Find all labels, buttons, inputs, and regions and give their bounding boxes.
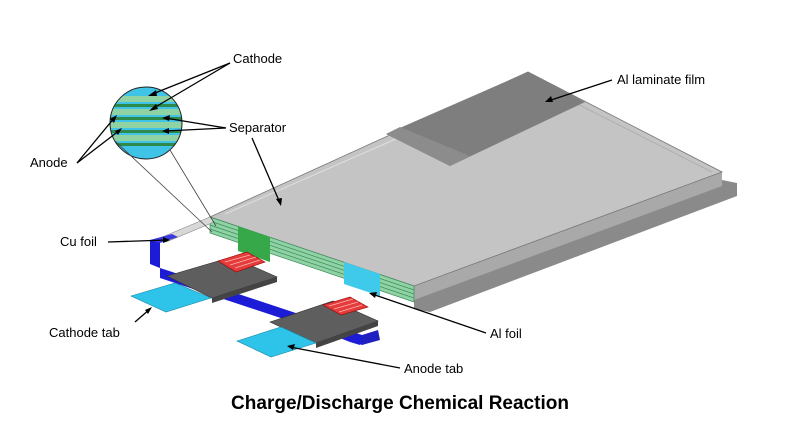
label-anode: Anode xyxy=(30,155,68,170)
cell-right-rim xyxy=(414,180,737,312)
anode-tab-shape xyxy=(236,326,317,358)
label-cathode-tab: Cathode tab xyxy=(49,325,120,340)
anode-terminal xyxy=(269,296,379,348)
label-al-foil: Al foil xyxy=(490,326,522,341)
magnified-layers xyxy=(109,86,217,233)
cathode-tab-shape xyxy=(130,282,212,313)
cathode-terminal xyxy=(166,251,278,303)
label-separator: Separator xyxy=(229,120,287,135)
leader-lines xyxy=(76,62,613,369)
label-anode-tab: Anode tab xyxy=(404,361,463,376)
al-foil-block xyxy=(344,262,380,296)
label-cu-foil: Cu foil xyxy=(60,234,97,249)
pouch-cell xyxy=(208,71,737,312)
diagram-caption: Charge/Discharge Chemical Reaction xyxy=(231,393,569,414)
cu-foil-left xyxy=(150,238,160,268)
cathode-terminal-red xyxy=(217,251,266,273)
label-al-laminate-film: Al laminate film xyxy=(617,72,705,87)
label-cathode: Cathode xyxy=(233,51,282,66)
cell-right-side xyxy=(414,172,722,300)
